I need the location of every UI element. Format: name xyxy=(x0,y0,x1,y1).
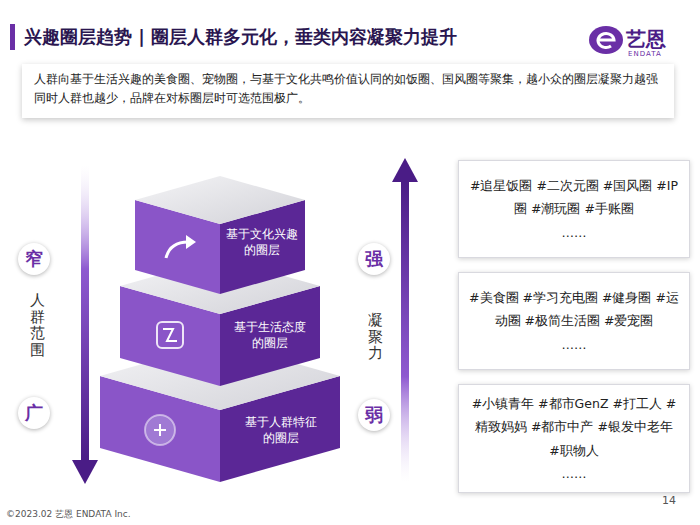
node-text: 强 xyxy=(365,250,383,268)
node-text: #小镇青年 #都市GenZ #打工人 #精致妈妈 #都市中产 #银发中老年 #职… xyxy=(469,392,679,461)
title-bar xyxy=(10,24,15,50)
ellipsis: …… xyxy=(469,221,679,244)
node-text: 基于人群特征的圈层 xyxy=(243,415,319,446)
tier-label: 基于生活态度的圈层 xyxy=(232,320,308,351)
node-text: 基于文化兴趣的圈层 xyxy=(224,227,300,258)
page-number: 14 xyxy=(662,494,676,507)
footer-copyright: ©2023.02 艺恩 ENDATA Inc. xyxy=(6,508,131,521)
tier-label: 基于文化兴趣的圈层 xyxy=(224,227,300,258)
node-text: 基于生活态度的圈层 xyxy=(232,320,308,351)
cohesion-arrow xyxy=(392,158,418,482)
ellipsis: …… xyxy=(469,462,679,485)
logo-text: 艺恩 xyxy=(626,26,666,53)
node-text: 弱 xyxy=(365,406,383,424)
level-circle: 窄 xyxy=(18,243,50,275)
tag-box: #追星饭圈 #二次元圈 #国风圈 #IP圈 #潮玩圈 #手账圈…… xyxy=(458,160,690,258)
axis-label: 凝聚力 xyxy=(368,312,383,362)
node-text: #追星饭圈 #二次元圈 #国风圈 #IP圈 #潮玩圈 #手账圈 xyxy=(469,174,679,220)
node-text: 广 xyxy=(25,404,43,422)
tag-box: #美食圈 #学习充电圈 #健身圈 #运动圈 #极简生活圈 #爱宠圈…… xyxy=(458,272,690,370)
level-circle: 弱 xyxy=(358,399,390,431)
intro-box: 人群向基于生活兴趣的美食圈、宠物圈，与基于文化共鸣价值认同的如饭圈、国风圈等聚集… xyxy=(22,64,674,118)
level-circle: 强 xyxy=(358,243,390,275)
node-text: 人群向基于生活兴趣的美食圈、宠物圈，与基于文化共鸣价值认同的如饭圈、国风圈等聚集… xyxy=(34,70,662,107)
axis-label: 人群范围 xyxy=(30,292,45,358)
tag-box: #小镇青年 #都市GenZ #打工人 #精致妈妈 #都市中产 #银发中老年 #职… xyxy=(458,384,690,493)
tier-label: 基于人群特征的圈层 xyxy=(243,415,319,446)
logo-subtext: ENDATA xyxy=(628,50,662,58)
ellipsis: …… xyxy=(469,333,679,356)
range-arrow xyxy=(72,165,98,484)
logo-mark xyxy=(589,26,623,54)
level-circle: 广 xyxy=(18,397,50,429)
cube-top xyxy=(135,176,305,294)
node-text: 窄 xyxy=(25,250,43,268)
node-text: #美食圈 #学习充电圈 #健身圈 #运动圈 #极简生活圈 #爱宠圈 xyxy=(469,286,679,332)
page-title: 兴趣圈层趋势 | 圈层人群多元化，垂类内容凝聚力提升 xyxy=(24,25,457,49)
